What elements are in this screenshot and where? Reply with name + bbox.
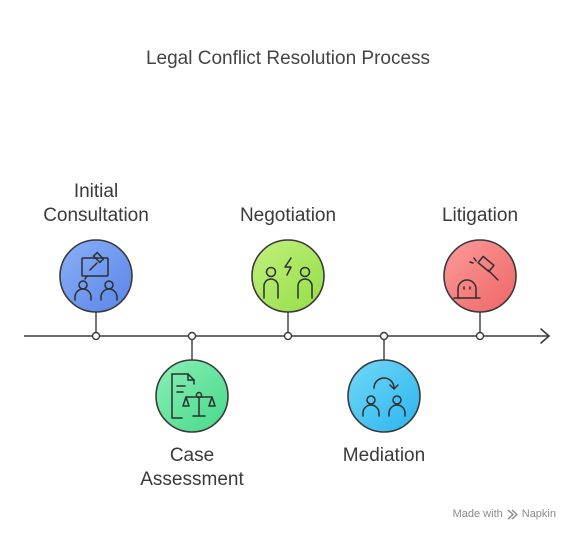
- people-lightning-icon: [263, 257, 313, 299]
- step-litigation-label: Litigation: [390, 204, 570, 228]
- step-initial-consultation-node: [59, 239, 133, 313]
- arrow-head-icon: [540, 328, 550, 344]
- gavel-ghost-icon: [453, 255, 499, 299]
- label-line: Case: [169, 445, 215, 466]
- timeline-dot-2: [187, 331, 197, 341]
- step-negotiation-label: Negotiation: [198, 204, 378, 228]
- timeline-dot-5: [475, 331, 485, 341]
- timeline-dot-3: [283, 331, 293, 341]
- diagram-title: Legal Conflict Resolution Process: [145, 48, 431, 69]
- step-mediation-label: Mediation: [294, 444, 474, 468]
- timeline-dot-1: [91, 331, 101, 341]
- credit-prefix: Made with: [452, 508, 503, 520]
- gavel-document-people-icon: [74, 251, 118, 301]
- step-mediation-node: [347, 359, 421, 433]
- label-line: Litigation: [441, 205, 519, 226]
- step-initial-consultation-label: Initial Consultation: [6, 180, 186, 228]
- step-case-assessment-node: [155, 359, 229, 433]
- label-line: Consultation: [43, 205, 149, 226]
- people-cycle-icon: [362, 377, 406, 417]
- label-line: Assessment: [140, 469, 244, 490]
- label-line: Mediation: [342, 445, 426, 466]
- label-line: Negotiation: [239, 205, 337, 226]
- step-case-assessment-label: Case Assessment: [102, 444, 282, 492]
- timeline-dot-4: [379, 331, 389, 341]
- credit-brand: Napkin: [521, 508, 556, 520]
- napkin-credit[interactable]: Made with Napkin: [453, 508, 556, 520]
- label-line: Initial: [73, 181, 119, 202]
- document-scales-icon: [171, 373, 216, 419]
- step-litigation-node: [443, 239, 517, 313]
- step-negotiation-node: [251, 239, 325, 313]
- napkin-logo-icon: [507, 508, 518, 520]
